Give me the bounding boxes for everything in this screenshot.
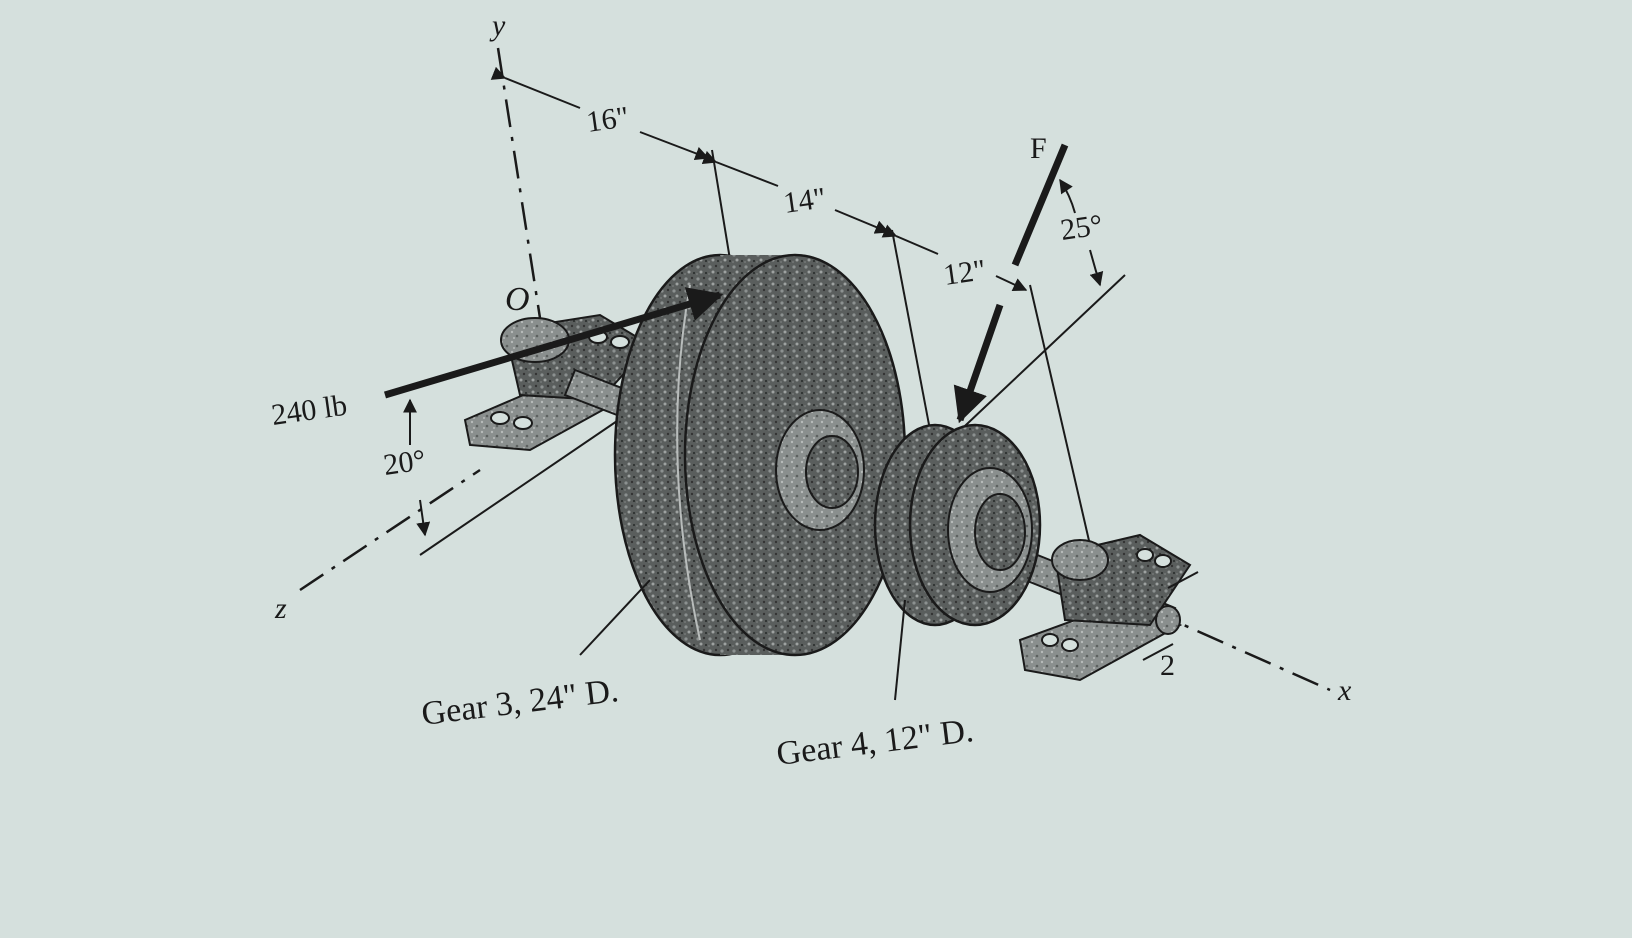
- label-leaders: [579, 579, 906, 701]
- force-240lb-label: 240 lb: [269, 389, 349, 432]
- z-axis: [299, 468, 481, 592]
- y-axis: [496, 47, 542, 319]
- angle-20-label: 20°: [381, 443, 427, 482]
- angle-20-indicator: [403, 398, 431, 537]
- dimension-2-label: 2: [1160, 649, 1175, 682]
- bolt-hole-icon: [610, 335, 630, 349]
- origin-label: O: [505, 281, 530, 318]
- force-f-label: F: [1030, 132, 1047, 165]
- right-bearing: [1018, 533, 1199, 682]
- y-axis-label: y: [489, 9, 506, 42]
- dimension-12-label: 12": [941, 253, 987, 292]
- force-f-arrow: [953, 143, 1069, 424]
- angle-25-label: 25°: [1058, 208, 1104, 247]
- force-240lb-arrow: [383, 287, 724, 399]
- bolt-hole-icon: [490, 411, 510, 425]
- bolt-hole-icon: [513, 416, 533, 430]
- z-axis-label: z: [274, 592, 287, 625]
- gear-3-label: Gear 3, 24" D.: [419, 672, 620, 733]
- bolt-hole-icon: [1061, 638, 1079, 652]
- x-axis-label: x: [1337, 674, 1352, 707]
- dimension-16-label: 16": [584, 100, 630, 139]
- bolt-hole-icon: [1154, 554, 1172, 568]
- dimension-lines: [419, 66, 1126, 556]
- bolt-hole-icon: [1136, 548, 1154, 562]
- gear-3: [613, 253, 907, 657]
- bolt-hole-icon: [1041, 633, 1059, 647]
- gear-4-label: Gear 4, 12" D.: [774, 712, 975, 773]
- angle-25-indicator: [1059, 178, 1104, 287]
- dimension-14-label: 14": [781, 181, 827, 220]
- gear-4: [873, 423, 1042, 627]
- x-axis: [1149, 608, 1331, 692]
